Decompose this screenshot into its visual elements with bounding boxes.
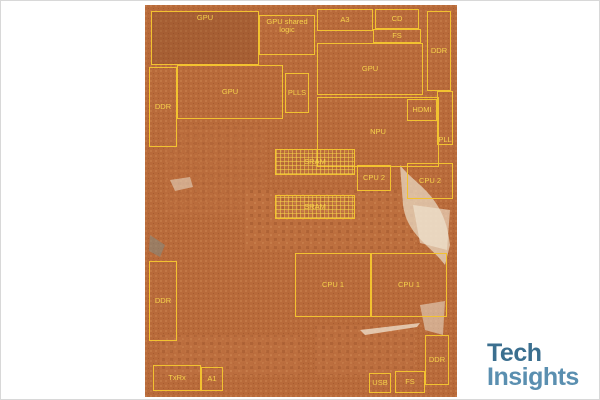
block-label: CPU 1 (397, 280, 421, 289)
block-label: PLL (438, 135, 452, 144)
chip-die-photo: GPU GPU shared logic A3 CD FS DDR GPU DD… (145, 5, 457, 397)
gpu-block: GPU (151, 11, 259, 65)
block-label: A3 (340, 15, 350, 24)
block-label: GPU (196, 13, 214, 22)
cpu-2-block: CPU 2 (407, 163, 453, 199)
usb-block: USB (369, 373, 391, 393)
gpu-block: GPU (177, 65, 283, 119)
block-label: CD (391, 14, 403, 23)
block-label: DDR (430, 46, 448, 55)
block-label: GPU shared logic (266, 17, 308, 34)
a3-block: A3 (317, 9, 373, 31)
ddr-block: DDR (149, 67, 177, 147)
sram-block: SRAM (275, 195, 355, 219)
logo-line-insights: Insights (487, 363, 579, 391)
cpu-1-block: CPU 1 (295, 253, 371, 317)
block-label: DDR (154, 296, 172, 305)
ddr-block: DDR (149, 261, 177, 341)
plls-block: PLLS (285, 73, 309, 113)
cpu-2-block: CPU 2 (357, 165, 391, 191)
block-label: PLLS (287, 88, 307, 97)
fs-block: FS (395, 371, 425, 393)
a1-block: A1 (201, 367, 223, 391)
txrx-block: TxRx (153, 365, 201, 391)
block-label: CPU 2 (418, 176, 442, 185)
logo-line-tech: Tech (487, 339, 542, 367)
block-label: A1 (207, 374, 217, 383)
ddr-block: DDR (427, 11, 451, 91)
gpu-shared-logic-block: GPU shared logic (259, 15, 315, 55)
block-label: DDR (428, 355, 446, 364)
block-label: GPU (361, 64, 379, 73)
cpu-1-block: CPU 1 (371, 253, 447, 317)
ddr-block: DDR (425, 335, 449, 385)
gpu-block: GPU (317, 43, 423, 95)
block-label: SRAM (304, 157, 326, 166)
techinsights-logo: Tech Insights (487, 341, 597, 393)
block-label: SRAM (304, 202, 326, 211)
block-label: FS (392, 31, 402, 40)
block-label: FS (405, 377, 415, 386)
block-label: DDR (154, 102, 172, 111)
pll-block: PLL (437, 91, 453, 145)
block-label: NPU (370, 127, 386, 136)
block-label: GPU (221, 87, 239, 96)
cd-block: CD (375, 9, 419, 29)
block-label: CPU 2 (362, 173, 386, 182)
die-texture (145, 5, 457, 397)
block-label: TxRx (168, 373, 186, 382)
fs-block: FS (373, 29, 421, 43)
block-label: CPU 1 (321, 280, 345, 289)
sram-block: SRAM (275, 149, 355, 175)
block-label: USB (372, 378, 388, 387)
